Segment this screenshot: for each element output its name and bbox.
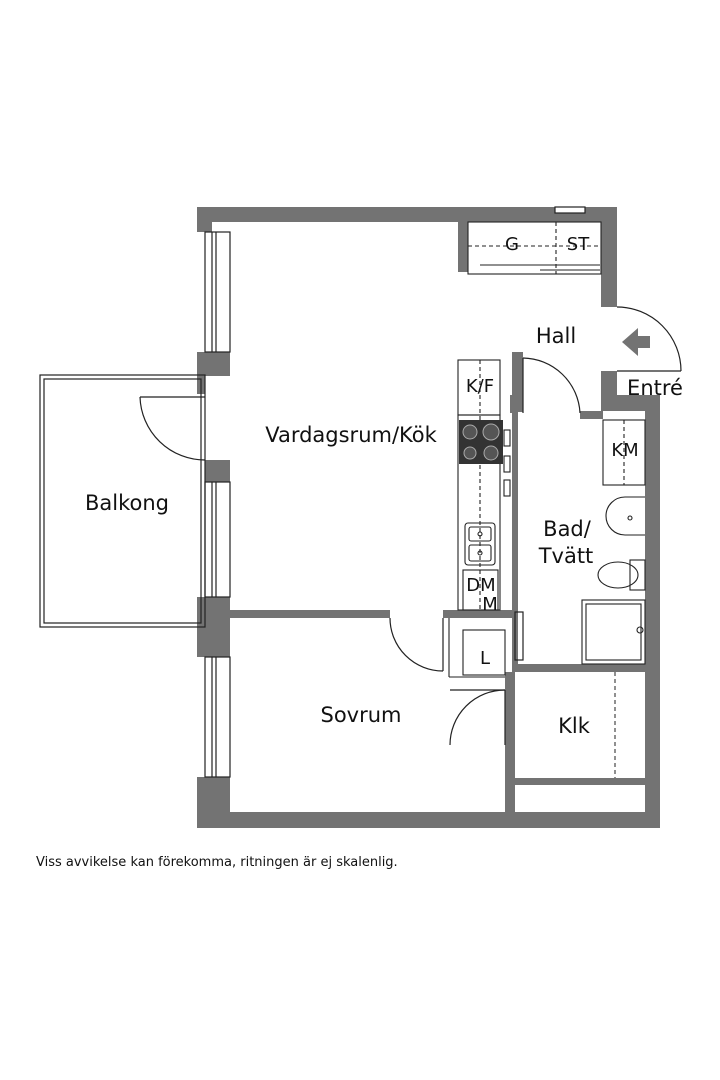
room-label-hall: Hall bbox=[536, 324, 576, 348]
bathroom-fixtures bbox=[581, 419, 646, 665]
fixture-label-m: M bbox=[482, 594, 498, 615]
fixture-label-g: G bbox=[505, 234, 519, 255]
fixture-label-l: L bbox=[480, 648, 490, 669]
walls bbox=[197, 207, 660, 828]
room-label-balkong: Balkong bbox=[85, 491, 169, 515]
room-label-bad-line1: Bad/ bbox=[543, 517, 592, 541]
windows bbox=[204, 206, 586, 778]
room-labels: Vardagsrum/Kök Balkong Hall Entré Bad/ T… bbox=[85, 324, 683, 738]
fixture-label-kf: K/F bbox=[466, 376, 494, 397]
room-label-vardagsrum-kok: Vardagsrum/Kök bbox=[265, 423, 437, 447]
linen-closet bbox=[448, 618, 506, 678]
fixture-label-st: ST bbox=[567, 234, 590, 255]
balcony bbox=[39, 374, 206, 628]
fixture-labels: G ST K/F DM M KM L bbox=[466, 234, 639, 669]
disclaimer-text: Viss avvikelse kan förekomma, ritningen … bbox=[36, 855, 398, 870]
room-label-bad-line2: Tvätt bbox=[538, 544, 594, 568]
doors bbox=[389, 306, 682, 746]
room-label-klk: Klk bbox=[558, 714, 591, 738]
fixture-label-km: KM bbox=[611, 440, 638, 461]
room-label-entre: Entré bbox=[627, 376, 683, 400]
fixture-label-dm: DM bbox=[466, 575, 495, 596]
entrance-arrow-icon bbox=[622, 328, 650, 356]
room-label-sovrum: Sovrum bbox=[320, 703, 401, 727]
kitchen-counter bbox=[457, 359, 511, 611]
storage-closet bbox=[467, 221, 602, 275]
stove-icon bbox=[459, 420, 503, 464]
